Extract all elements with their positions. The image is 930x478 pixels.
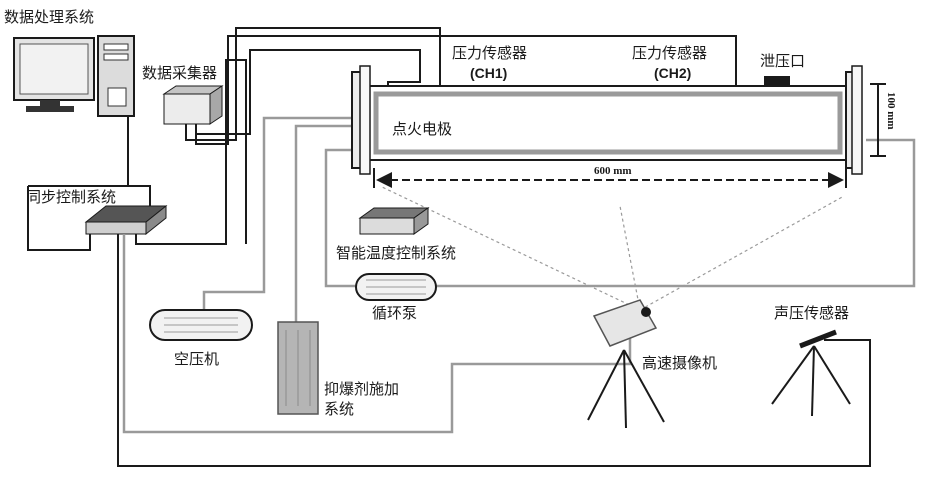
pressure-sensor-2-label: 压力传感器 — [632, 44, 708, 62]
air-compressor-device — [149, 309, 253, 341]
explosion-tube — [351, 65, 863, 175]
suppressant-label-2: 系统 — [324, 400, 355, 418]
air-compressor-label: 空压机 — [174, 350, 220, 368]
high-speed-camera-device — [587, 299, 665, 429]
ignition-electrode-label: 点火电极 — [392, 120, 453, 138]
vent-label: 泄压口 — [760, 52, 806, 70]
temperature-controller-device — [358, 207, 430, 235]
circulation-pump-device — [355, 273, 437, 301]
sound-sensor-label: 声压传感器 — [774, 304, 850, 322]
sync-controller-device — [84, 204, 168, 236]
data-acquisition-label: 数据采集器 — [142, 64, 218, 82]
tube-height-label: 100 mm — [885, 92, 897, 130]
temperature-control-label: 智能温度控制系统 — [336, 244, 457, 262]
tube-length-label: 600 mm — [594, 165, 632, 177]
data-processing-label: 数据处理系统 — [4, 8, 95, 26]
channel-2-label: (CH2) — [654, 65, 692, 81]
dimension-arrows — [373, 83, 886, 188]
channel-1-label: (CH1) — [470, 65, 508, 81]
computer-icon — [13, 35, 135, 117]
camera-view-lines — [379, 185, 845, 311]
sync-control-label: 同步控制系统 — [26, 188, 117, 206]
pipe-lines — [122, 116, 916, 434]
circulation-pump-label: 循环泵 — [372, 304, 418, 322]
suppressant-label-1: 抑爆剂施加 — [324, 380, 400, 398]
suppressant-cabinet-device — [277, 321, 319, 415]
data-acquisition-device — [162, 85, 224, 125]
sound-sensor-device — [771, 329, 851, 417]
signal-wires — [27, 27, 871, 467]
pressure-sensor-1-label: 压力传感器 — [452, 44, 528, 62]
high-speed-camera-label: 高速摄像机 — [642, 354, 718, 372]
